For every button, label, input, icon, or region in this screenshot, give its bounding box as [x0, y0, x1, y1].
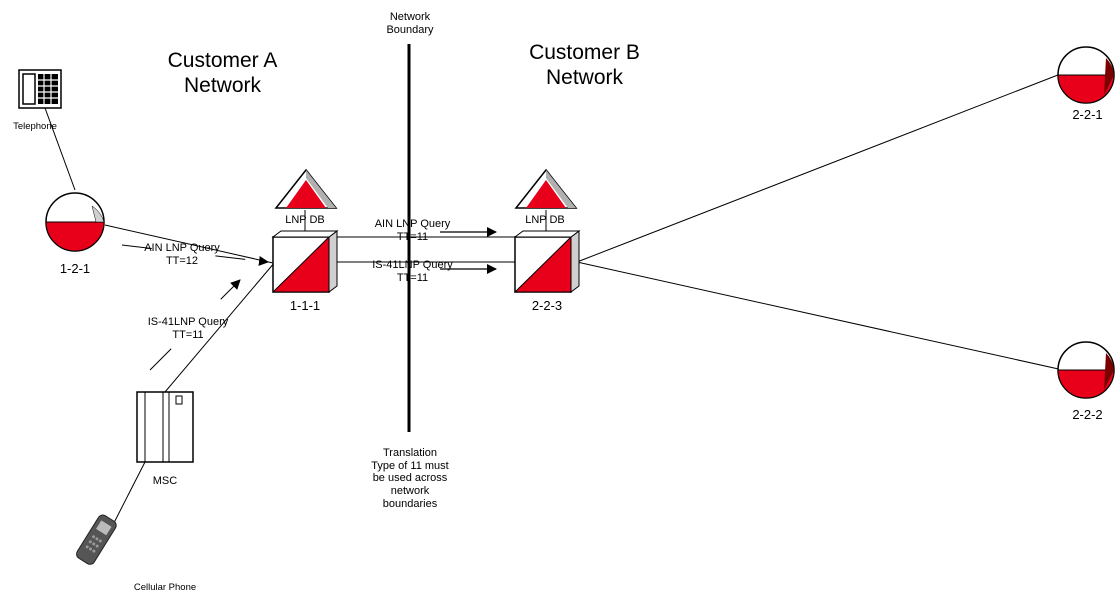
- ain-query-label-mid: AIN LNP Query TT=11: [374, 218, 451, 243]
- node-label-2-2-1: 2-2-1: [1072, 107, 1103, 122]
- switch-sphere-icon: [45, 192, 105, 252]
- node-label-1-1-1: 1-1-1: [289, 298, 321, 313]
- lnp-database-icon: [274, 168, 338, 209]
- link-121-111: [104, 224, 274, 264]
- switch-sphere-icon: [1057, 46, 1115, 104]
- cellular-phone-label: Cellular Phone: [133, 582, 197, 593]
- link-223-222: [576, 261, 1064, 371]
- is41-query-label-mid: IS-41LNP Query TT=11: [372, 259, 453, 284]
- node-label-2-2-2: 2-2-2: [1072, 407, 1103, 422]
- link-msc-111: [164, 261, 276, 393]
- stp-cube-icon: [513, 230, 581, 293]
- stp-cube-icon: [271, 230, 339, 293]
- link-223-221: [576, 72, 1064, 263]
- network-boundary-label: Network Boundary: [386, 11, 434, 36]
- ain-query-label-left: AIN LNP Query TT=12: [144, 242, 220, 267]
- telephone-icon: [18, 69, 62, 109]
- lnp-database-icon: [514, 168, 578, 209]
- switch-sphere-icon: [1057, 341, 1115, 399]
- node-label-1-2-1: 1-2-1: [59, 261, 91, 276]
- msc-label: MSC: [152, 475, 178, 487]
- lnp-db-label-right: LNP DB: [525, 214, 565, 226]
- lnp-db-label-left: LNP DB: [285, 214, 325, 226]
- is41-query-label-left: IS-41LNP Query TT=11: [147, 316, 229, 341]
- customer-b-network-label: Customer B Network: [529, 41, 640, 90]
- cellular-phone-icon: [76, 514, 117, 565]
- msc-cabinet-icon: [136, 391, 194, 463]
- arrow-ain-left: [121, 244, 269, 266]
- translation-note: Translation Type of 11 must be used acro…: [371, 447, 449, 510]
- node-label-2-2-3: 2-2-3: [531, 298, 563, 313]
- customer-a-network-label: Customer A Network: [167, 49, 278, 98]
- telephone-label: Telephone: [13, 121, 57, 132]
- link-telephone-121: [44, 107, 76, 191]
- arrow-is41-left: [149, 279, 241, 371]
